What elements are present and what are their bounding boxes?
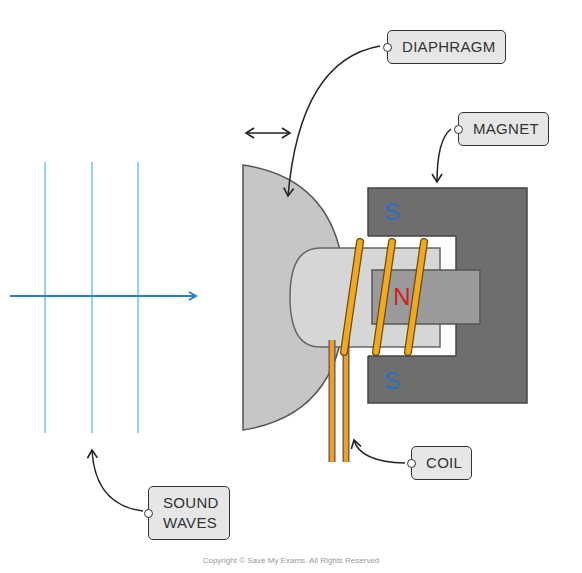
pole-label: S: [384, 369, 400, 393]
sound-waves: [45, 162, 138, 433]
callout-text: DIAPHRAGM: [402, 37, 496, 57]
coil-callout: COIL: [411, 446, 472, 480]
copyright-watermark: Copyright © Save My Exams. All Rights Re…: [203, 557, 380, 565]
coil-turn-outline: [376, 242, 392, 352]
coil-windings: [344, 242, 424, 352]
callout-text: SOUND WAVES: [163, 493, 220, 533]
magnet: [366, 188, 527, 403]
leader-lines: [92, 46, 451, 511]
pole-label: N: [393, 285, 410, 309]
coil-turn: [344, 242, 360, 352]
sound-waves-callout: SOUND WAVES: [148, 486, 230, 540]
callout-text: COIL: [426, 453, 462, 473]
callout-text: MAGNET: [473, 119, 539, 139]
magnet-callout: MAGNET: [458, 112, 549, 146]
coil-turn: [376, 242, 392, 352]
coil-turn-outline: [344, 242, 360, 352]
coil-leads: [332, 340, 346, 462]
wave-direction-arrow: [10, 295, 196, 297]
pole-label: S: [384, 200, 400, 224]
diaphragm-callout: DIAPHRAGM: [387, 30, 506, 64]
vibration-arrow: [246, 132, 290, 134]
